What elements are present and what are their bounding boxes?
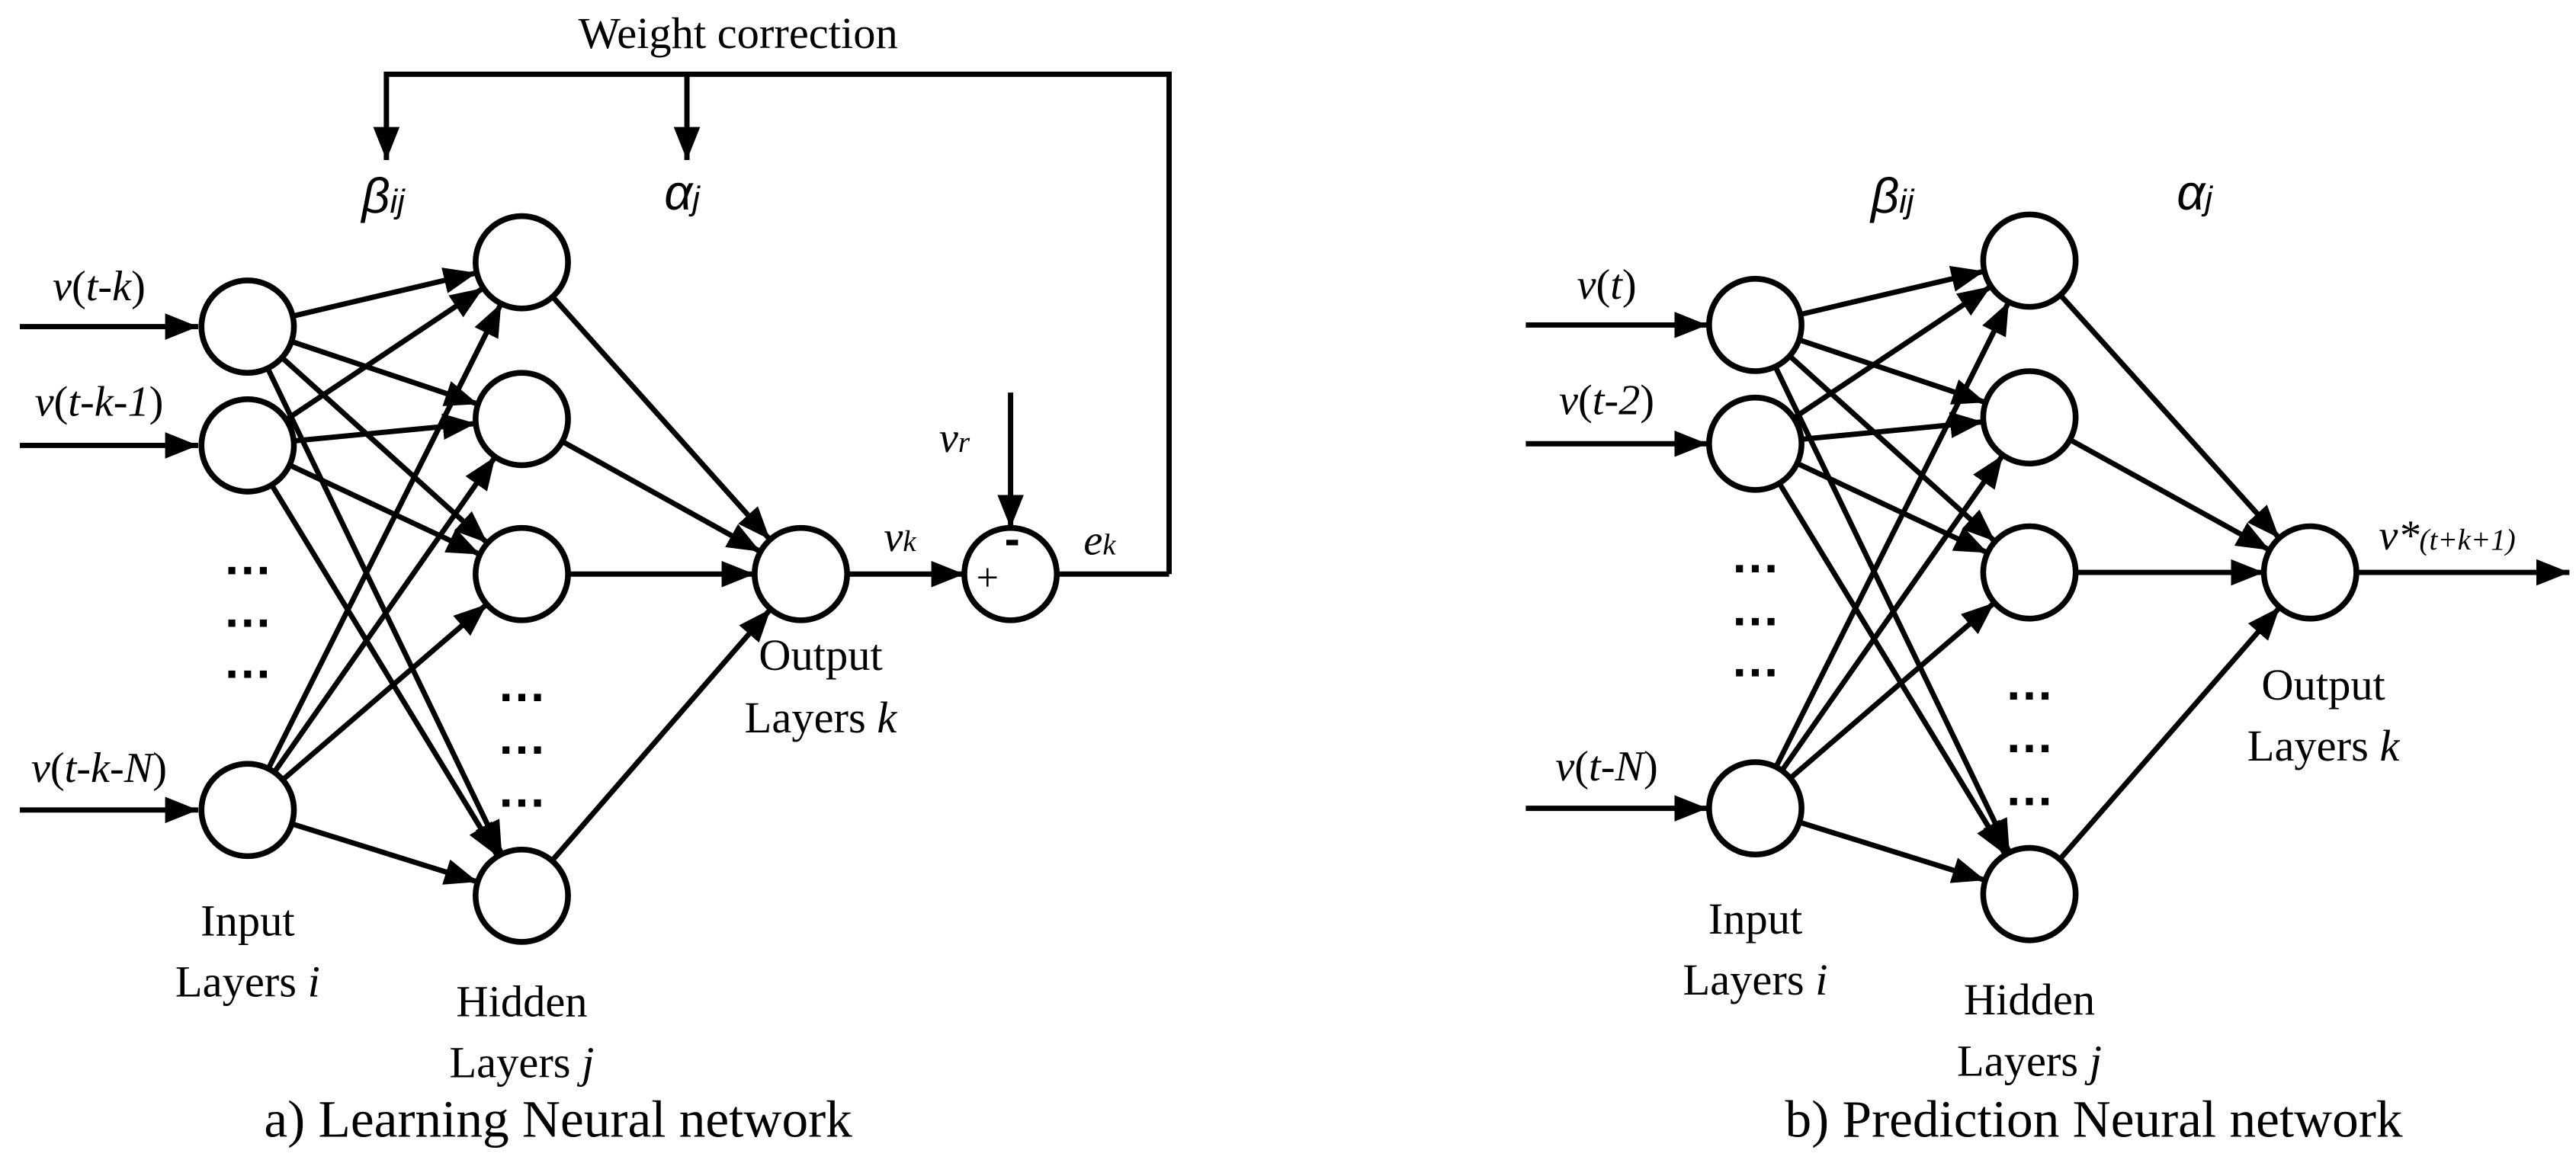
right-caption: b) Prediction Neural network [1785, 1089, 2402, 1148]
edge-right-input-hidden-8 [1776, 482, 2008, 857]
input-node-2 [198, 396, 297, 495]
input-node-right-2 [1706, 394, 1804, 493]
hidden-node-right-1 [1980, 211, 2079, 310]
right-network: βij αj v(t) v(t-2) v(t-N) … … … … … … v*… [1525, 165, 2570, 1148]
left-network: Weight correction βij αj v(t-k) v(t-k-1)… [19, 8, 1173, 1148]
output-layer-label-line2: Layers k [745, 693, 898, 742]
input-layer-label-line1: Input [200, 895, 294, 945]
hidden-layer-label-right-line2: Layers j [1957, 1036, 2102, 1085]
hidden-node-2 [473, 370, 571, 469]
edge-input-hidden-2 [290, 338, 480, 407]
input-label-right-2: v(t-2) [1559, 376, 1654, 424]
feedback-line-to-beta [373, 71, 1173, 575]
input-node-3 [198, 761, 297, 860]
input-ellipsis-2: … [223, 582, 272, 638]
input-label-2: v(t-k-1) [35, 378, 164, 425]
output-signal-label: vk [884, 514, 916, 561]
prediction-output-label: v*(t+k+1) [2379, 512, 2515, 559]
input-node-1 [198, 277, 297, 376]
hidden-layer-label-line1: Hidden [456, 976, 587, 1026]
hidden-ellipsis-right-2: … [2005, 707, 2055, 763]
hidden-layer-label-right-line1: Hidden [1964, 975, 2095, 1024]
hidden-layer-label-line2: Layers j [449, 1037, 594, 1087]
reference-signal-label: vr [939, 415, 970, 462]
input-node-right-3 [1706, 759, 1804, 858]
input-label-right-1: v(t) [1577, 261, 1636, 309]
hidden-node-3 [473, 524, 571, 623]
hidden-ellipsis-1: … [497, 656, 547, 712]
hidden-node-1 [473, 213, 571, 312]
edge-right-input-hidden-11 [1788, 601, 1997, 780]
input-label-right-3: v(t-N) [1555, 743, 1657, 790]
input-ellipsis-1: … [223, 529, 272, 585]
edge-right-input-hidden-1 [1799, 265, 1985, 317]
input-ellipsis-right-2: … [1731, 580, 1780, 636]
input-label-1: v(t-k) [53, 263, 146, 310]
input-layer-label-line2: Layers i [175, 956, 320, 1006]
hidden-ellipsis-right-1: … [2005, 655, 2055, 710]
hidden-node-right-3 [1980, 523, 2079, 622]
edge-input-hidden-8 [269, 483, 501, 858]
sum-plus-sign: + [977, 556, 999, 600]
hidden-ellipsis-2: … [497, 709, 547, 764]
edge-right-input-hidden-2 [1798, 337, 1987, 405]
edge-input-hidden-12 [290, 821, 479, 885]
weight-correction-label: Weight correction [579, 8, 898, 58]
edge-input-hidden-9 [265, 302, 504, 771]
hidden-node-right-4 [1980, 844, 2079, 944]
right-network-connections [1772, 265, 2282, 883]
hidden-ellipsis-3: … [497, 761, 547, 817]
edge-input-hidden-6 [294, 413, 476, 444]
edge-input-hidden-11 [281, 602, 489, 782]
input-ellipsis-right-3: … [1731, 631, 1780, 687]
edge-input-hidden-1 [292, 268, 478, 319]
input-ellipsis-3: … [223, 633, 272, 689]
edge-right-hidden-output-1 [2058, 293, 2282, 540]
edge-hidden-output-2 [560, 439, 762, 554]
alpha-weight-label: αj [664, 165, 701, 220]
input-layer-label-right-line2: Layers i [1683, 955, 1827, 1004]
input-node-right-1 [1706, 276, 1804, 374]
edge-right-hidden-output-2 [2068, 437, 2271, 553]
edge-hidden-output-4 [550, 607, 773, 863]
edge-right-input-hidden-5 [1792, 284, 1993, 421]
output-layer-label-line1: Output [759, 630, 882, 680]
error-signal-label: ek [1083, 517, 1116, 564]
output-layer-label-right-line1: Output [2261, 660, 2385, 710]
input-label-3: v(t-k-N) [31, 745, 167, 792]
input-ellipsis-right-1: … [1731, 527, 1780, 583]
hidden-node-4 [473, 846, 571, 945]
edge-right-input-hidden-7 [1795, 460, 1989, 556]
edge-input-hidden-7 [288, 463, 482, 557]
hidden-node-right-2 [1980, 368, 2079, 467]
beta-weight-label-right: βij [1869, 168, 1915, 223]
edge-right-input-hidden-9 [1773, 300, 2012, 769]
hidden-ellipsis-right-3: … [2005, 760, 2055, 815]
output-layer-label-right-line2: Layers k [2247, 721, 2401, 771]
left-caption: a) Learning Neural network [264, 1089, 852, 1148]
input-layer-label-right-line1: Input [1708, 894, 1802, 944]
edge-right-input-hidden-10 [1779, 453, 2006, 773]
alpha-weight-label-right: αj [2177, 165, 2213, 220]
left-network-connections [265, 268, 773, 885]
edge-right-input-hidden-12 [1798, 819, 1987, 883]
edge-hidden-output-1 [550, 295, 772, 542]
output-node [752, 524, 850, 623]
beta-weight-label: βij [360, 168, 406, 223]
edge-right-input-hidden-6 [1801, 412, 1984, 442]
output-node-right [2260, 523, 2359, 622]
edge-input-hidden-5 [284, 286, 485, 422]
edge-right-hidden-output-4 [2058, 605, 2282, 861]
edge-input-hidden-10 [271, 455, 498, 774]
